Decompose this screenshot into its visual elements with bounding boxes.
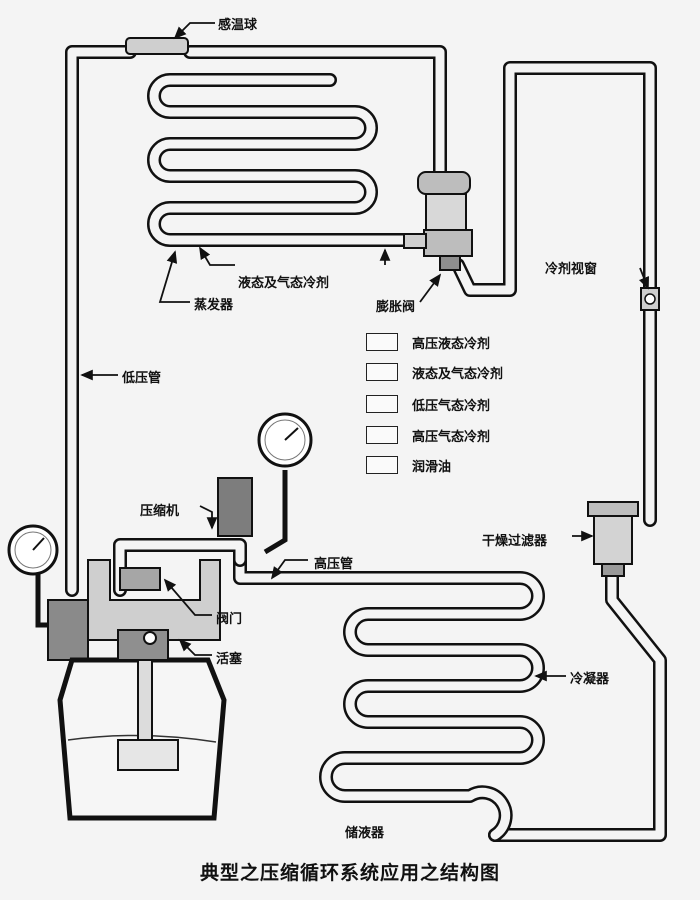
- legend-item: 润滑油: [366, 455, 451, 475]
- label-evaporator: 蒸发器: [194, 298, 234, 313]
- legend-swatch: [366, 333, 398, 351]
- legend-swatch: [366, 363, 398, 381]
- label-piston: 活塞: [216, 652, 243, 667]
- label-bulb: 感温球: [218, 18, 258, 33]
- legend-label: 润滑油: [412, 459, 452, 475]
- legend-item: 液态及气态冷剂: [366, 362, 503, 382]
- label-expansion-valve: 膨胀阀: [376, 300, 416, 315]
- drier-filter: [587, 501, 639, 577]
- label-high-pipe: 高压管: [314, 557, 354, 572]
- label-evaporator-mix: 液态及气态冷剂: [238, 276, 330, 291]
- label-drier: 干燥过滤器: [482, 534, 548, 549]
- legend-label: 高压气态冷剂: [412, 429, 491, 445]
- legend-swatch: [366, 426, 398, 444]
- label-condenser: 冷凝器: [570, 672, 610, 687]
- high-pressure-gauge: [257, 412, 313, 555]
- sensing-bulb: [125, 37, 189, 55]
- expansion-valve: [403, 171, 473, 271]
- legend-swatch: [366, 395, 398, 413]
- compressor: [47, 477, 253, 821]
- legend-item: 高压气态冷剂: [366, 425, 490, 445]
- pipe-network: [65, 45, 667, 842]
- legend-item: 低压气态冷剂: [366, 394, 490, 414]
- legend-label: 高压液态冷剂: [412, 336, 491, 352]
- figure-caption: 典型之压缩循环系统应用之结构图: [199, 862, 500, 884]
- label-low-pipe: 低压管: [122, 371, 162, 386]
- label-receiver: 储液器: [345, 826, 385, 841]
- legend-item: 高压液态冷剂: [366, 332, 490, 352]
- legend-label: 液态及气态冷剂: [412, 366, 504, 382]
- legend-label: 低压气态冷剂: [412, 398, 491, 414]
- legend-swatch: [366, 456, 398, 474]
- label-sight-glass: 冷剂视窗: [545, 262, 598, 277]
- label-compressor: 压缩机: [140, 504, 180, 519]
- sight-glass: [640, 287, 660, 311]
- leader-lines: [80, 22, 650, 682]
- label-valve: 阀门: [216, 612, 243, 627]
